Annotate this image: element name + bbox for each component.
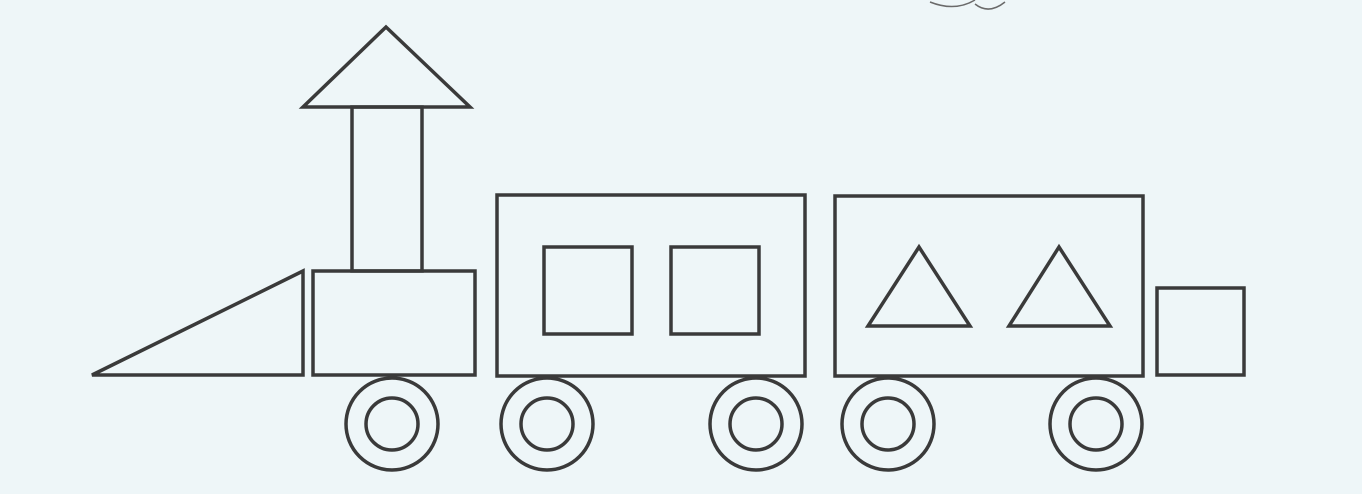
passenger-car (495, 193, 807, 378)
cargo-car (833, 194, 1145, 378)
cowcatcher-triangle (91, 268, 305, 377)
wheel-outer-circle (344, 376, 440, 472)
wheel-inner-circle (728, 396, 784, 452)
wheel-outer-circle (840, 376, 936, 472)
wheel-outer-circle (1048, 376, 1144, 472)
wheel-outer-circle (708, 376, 804, 472)
cargo-triangle-2 (1005, 243, 1114, 328)
wheel-outer-circle (499, 376, 595, 472)
buffer (1155, 286, 1246, 377)
wheel-inner-circle (519, 396, 575, 452)
wheel-4 (840, 376, 936, 472)
wheel-2 (499, 376, 595, 472)
passenger-car-body (495, 193, 807, 378)
wheel-inner-circle (1068, 396, 1124, 452)
locomotive (91, 24, 477, 377)
wheel-inner-circle (860, 396, 916, 452)
chimney-top-triangle (298, 24, 475, 109)
buffer-square (1155, 286, 1246, 377)
window-square-2 (669, 245, 761, 336)
wheel-1 (344, 376, 440, 472)
pencil-mark (929, 0, 1006, 10)
cargo-triangle-1 (864, 243, 974, 328)
wheel-3 (708, 376, 804, 472)
cargo-car-body (833, 194, 1145, 378)
wheels (344, 376, 1144, 472)
window-square-1 (542, 245, 634, 336)
wheel-5 (1048, 376, 1144, 472)
wheel-inner-circle (364, 396, 420, 452)
